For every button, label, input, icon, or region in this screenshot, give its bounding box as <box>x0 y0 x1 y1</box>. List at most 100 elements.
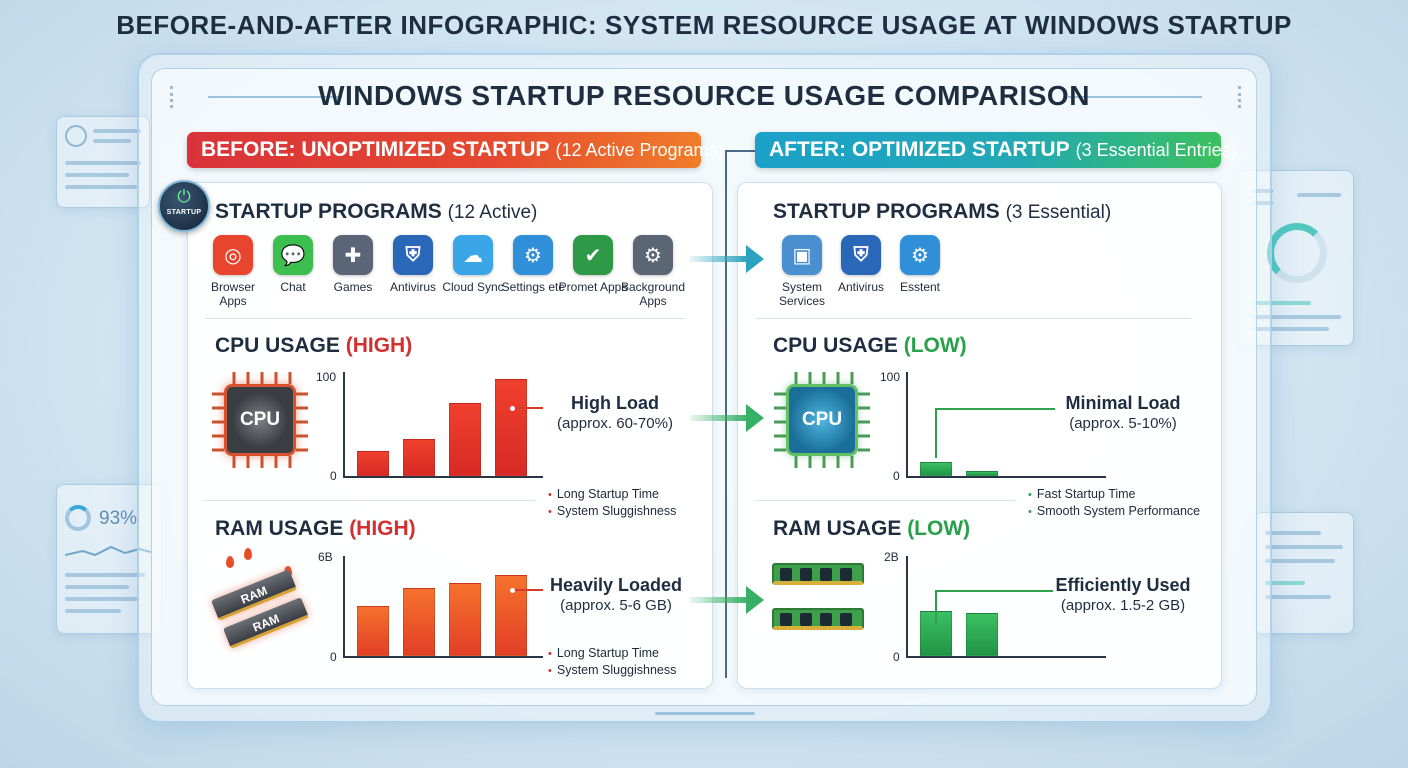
cpu-pins-hot <box>212 372 308 468</box>
after-ram-ymax: 2B <box>884 550 899 564</box>
cool-cpu-chip-icon: CPU <box>786 384 858 456</box>
check-shield-icon: ✔ <box>573 235 613 275</box>
chat-icon: 💬 <box>273 235 313 275</box>
before-cpu-bar <box>357 451 389 476</box>
flame-icon <box>244 548 252 560</box>
before-app-label: Settings etc <box>501 280 565 294</box>
hot-cpu-chip-icon: CPU <box>224 384 296 456</box>
after-cpu-title: CPU USAGE (LOW) <box>773 334 967 358</box>
after-cpu-heading: CPU USAGE <box>773 334 898 357</box>
after-cpu-ymax: 100 <box>880 370 901 384</box>
before-app-1: 💬Chat <box>258 235 328 294</box>
before-ram-leader <box>515 589 543 591</box>
before-banner-title: BEFORE: UNOPTIMIZED STARTUP <box>201 138 550 161</box>
before-ram-title: RAM USAGE (HIGH) <box>215 517 416 541</box>
after-divider-1 <box>755 318 1191 319</box>
title-rule-left <box>208 96 342 98</box>
before-ram-ymax: 6B <box>318 550 333 564</box>
after-cpu-bullet-2: Smooth System Performance <box>1028 504 1200 518</box>
after-cpu-bar <box>966 471 998 476</box>
after-cpu-ymin: 0 <box>893 469 900 483</box>
bottom-rule <box>655 712 755 715</box>
before-app-label: Cloud Sync <box>442 280 504 294</box>
after-ram-leader-v <box>935 590 937 624</box>
gear-icon: ⚙ <box>513 235 553 275</box>
before-app-label: Background Apps <box>620 280 686 308</box>
cool-ram-stick-icon <box>772 608 864 630</box>
cog-icon: ⚙ <box>633 235 673 275</box>
after-ram-level: (LOW) <box>907 517 971 540</box>
before-cpu-bar <box>403 439 435 476</box>
power-icon: ⏻ <box>177 187 191 206</box>
before-cpu-x-axis <box>343 476 543 478</box>
before-app-0: ◎Browser Apps <box>198 235 268 308</box>
after-banner-title: AFTER: OPTIMIZED STARTUP <box>769 138 1070 161</box>
after-app-1: ⛨ Antivirus <box>826 235 896 294</box>
before-app-4: ☁Cloud Sync <box>438 235 508 294</box>
before-app-label: Games <box>333 280 373 294</box>
after-ram-leader-h <box>935 590 1053 592</box>
before-ram-bullet-2: System Sluggishness <box>548 663 677 677</box>
after-ram-load-title: Efficiently Used <box>1055 575 1191 595</box>
after-ram-bar <box>966 613 998 656</box>
before-app-2: ✚Games <box>318 235 388 294</box>
frame-dots-right <box>1238 86 1241 108</box>
before-cpu-bullet-1: Long Startup Time <box>548 487 659 501</box>
before-cpu-heading: CPU USAGE <box>215 334 340 357</box>
before-divider-1 <box>205 318 685 319</box>
before-ram-bullet-1: Long Startup Time <box>548 646 659 660</box>
startup-badge: ⏻ STARTUP <box>158 180 210 232</box>
main-title: WINDOWS STARTUP RESOURCE USAGE COMPARISO… <box>318 80 1090 111</box>
shield-icon: ⛨ <box>393 235 433 275</box>
deco-profile-card <box>56 116 150 208</box>
before-ram-heading: RAM USAGE <box>215 517 344 540</box>
after-ram-x-axis <box>906 656 1106 658</box>
avatar-icon <box>65 125 87 147</box>
ring-gauge-icon <box>65 505 91 531</box>
after-cpu-level: (LOW) <box>903 334 967 357</box>
after-startup-title: STARTUP PROGRAMS (3 Essential) <box>773 200 1111 224</box>
arrow-cpu <box>690 404 764 432</box>
before-startup-title: STARTUP PROGRAMS (12 Active) <box>215 200 537 224</box>
after-startup-heading: STARTUP PROGRAMS <box>773 200 1000 223</box>
before-app-5: ⚙ Settings etc <box>498 235 568 294</box>
before-startup-count: (12 Active) <box>447 202 538 223</box>
before-cpu-ymin: 0 <box>330 469 337 483</box>
shield-icon: ⛨ <box>841 235 881 275</box>
before-cpu-title: CPU USAGE (HIGH) <box>215 334 412 358</box>
before-cpu-load-title: High Load <box>571 393 659 413</box>
after-app-label: Antivirus <box>837 280 884 294</box>
before-ram-x-axis <box>343 656 543 658</box>
after-divider-2 <box>755 500 1015 501</box>
after-banner: AFTER: OPTIMIZED STARTUP (3 Essential En… <box>755 132 1237 168</box>
cpu-pins-cool <box>774 372 870 468</box>
before-ram-bar <box>495 575 527 656</box>
arrow-ram <box>690 586 764 614</box>
before-app-label: Promet Apps <box>558 280 628 294</box>
before-ram-ymin: 0 <box>330 650 337 664</box>
cpu-chip-label: CPU <box>801 409 843 430</box>
before-cpu-load-sub: (approx. 60-70%) <box>557 415 673 432</box>
flame-icon <box>226 556 234 568</box>
after-ram-y-axis <box>906 556 908 656</box>
before-cpu-leader-dot <box>510 406 515 411</box>
before-ram-leader-dot <box>510 588 515 593</box>
deco-gauge-card: 93% <box>56 484 162 634</box>
cpu-chip-label: CPU <box>239 409 281 430</box>
sparkline-icon <box>65 545 155 557</box>
before-ram-y-axis <box>343 556 345 656</box>
before-startup-heading: STARTUP PROGRAMS <box>215 200 442 223</box>
before-banner-count: (12 Active Programs) <box>555 139 724 160</box>
after-cpu-bar <box>920 462 952 476</box>
after-cpu-x-axis <box>906 476 1106 478</box>
gear-icon: ⚙ <box>900 235 940 275</box>
before-app-label: Browser Apps <box>210 280 255 308</box>
after-app-0: ▣System Services <box>767 235 837 308</box>
before-ram-bar <box>449 583 481 656</box>
before-cpu-y-axis <box>343 372 345 476</box>
after-cpu-load-sub: (approx. 5-10%) <box>1069 415 1177 432</box>
donut-chart-icon <box>1267 223 1327 283</box>
gauge-percent: 93% <box>99 508 138 529</box>
before-ram-load-sub: (approx. 5-6 GB) <box>560 597 672 614</box>
after-cpu-load-title: Minimal Load <box>1065 393 1181 413</box>
